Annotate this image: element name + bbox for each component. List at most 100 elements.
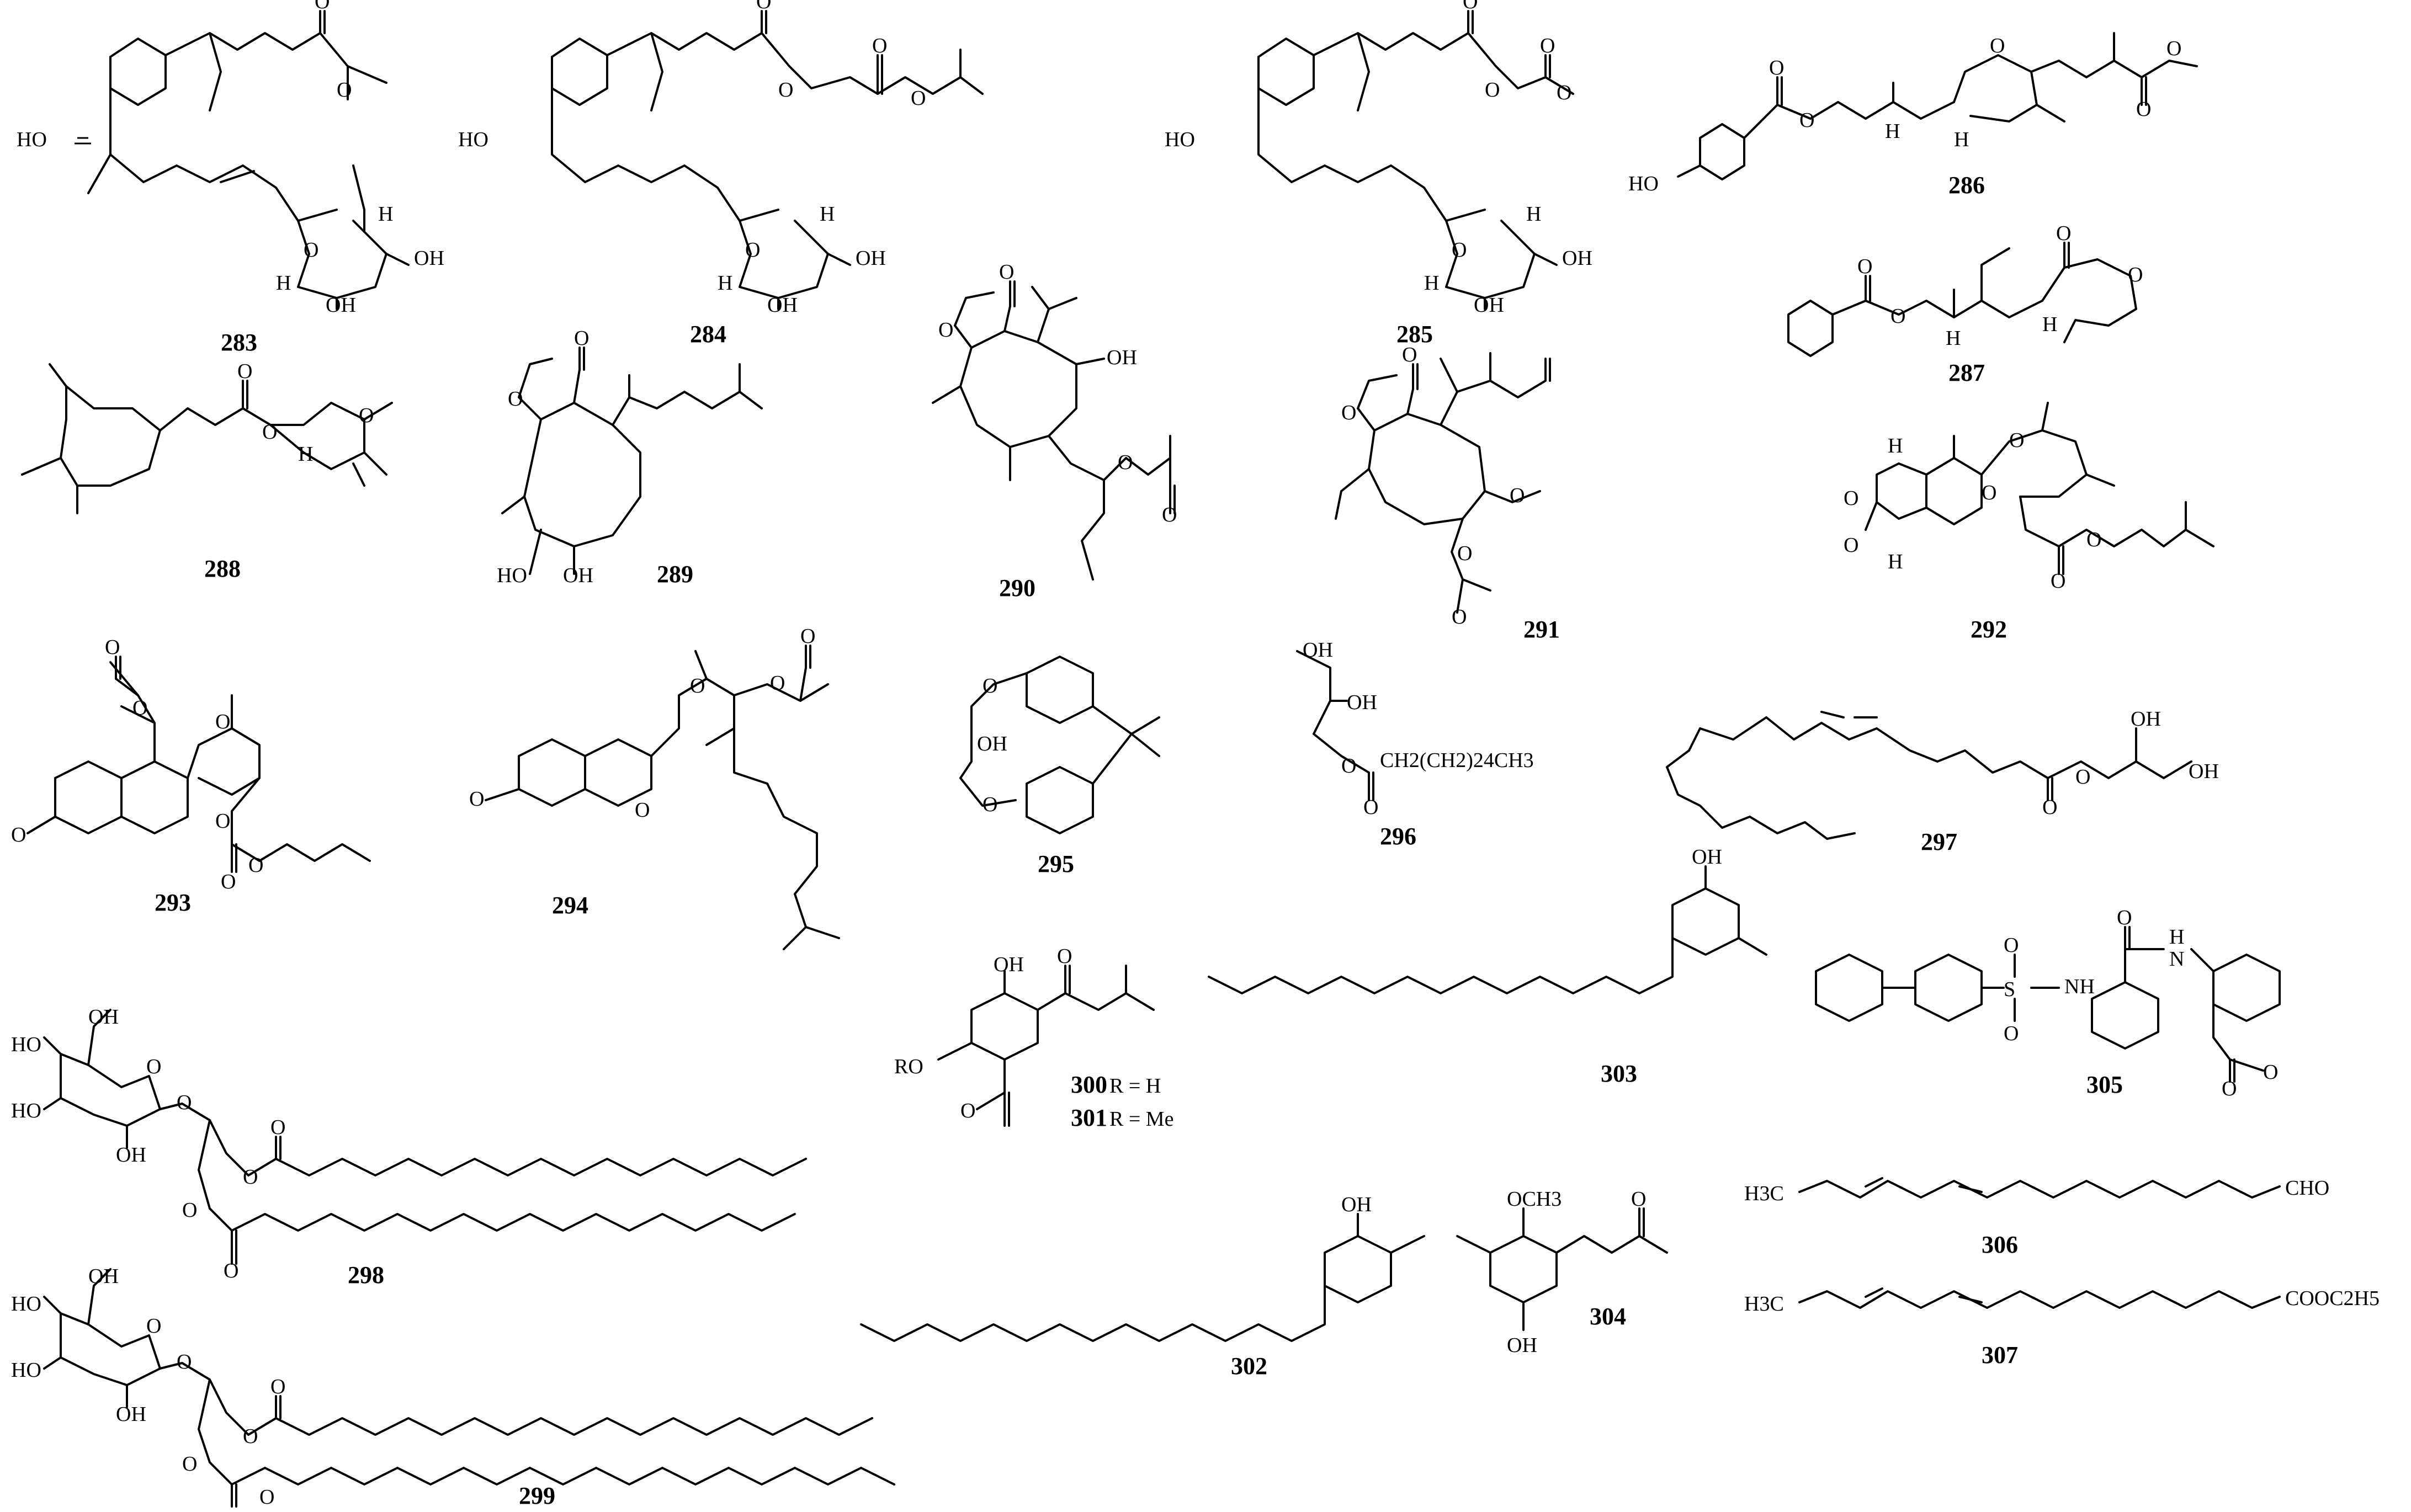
atom-label: OH (1341, 1193, 1372, 1216)
compound-291: O O O O O 291 (1335, 343, 1560, 643)
compound-289: O O HO OH 289 (497, 327, 763, 588)
compound-302: OH 302 (860, 1193, 1425, 1380)
atom-label: O (215, 810, 230, 833)
compound-id: 285 (1396, 321, 1433, 348)
compound-293: O O O O O O O 293 (11, 636, 371, 916)
atom-label: OH (88, 1005, 119, 1029)
atom-label: O (270, 1116, 285, 1139)
atom-label: O (304, 238, 318, 262)
atom-label: O (574, 327, 589, 350)
compound-294: O O O O O 294 (469, 625, 840, 950)
substituent-label: R = H (1109, 1074, 1161, 1098)
atom-label: OH (994, 953, 1024, 976)
compound-id: 295 (1038, 850, 1074, 877)
atom-label: O (337, 78, 352, 102)
atom-label: O (469, 787, 484, 811)
atom-label: H (2169, 925, 2184, 949)
atom-label: O (2042, 796, 2057, 819)
compound-id: 299 (519, 1482, 555, 1509)
atom-label: O (1452, 238, 1467, 262)
atom-label: O (237, 360, 252, 383)
atom-label: OH (1303, 638, 1333, 662)
compound-id: 283 (221, 329, 257, 356)
compound-id: 284 (690, 321, 726, 348)
atom-label: OH (1474, 294, 1504, 317)
atom-label: O (756, 0, 771, 13)
compound-id: 286 (1948, 172, 1985, 199)
atom-label: HO (1628, 172, 1659, 195)
atom-label: H (1888, 434, 1903, 457)
atom-label: O (11, 823, 26, 846)
compound-id: 297 (1921, 828, 1957, 855)
atom-label: O (983, 793, 997, 816)
atom-label: O (221, 870, 236, 893)
atom-label: O (1452, 605, 1467, 629)
compound-id: 305 (2086, 1071, 2123, 1098)
atom-label: O (1510, 484, 1525, 507)
atom-label: O (2051, 569, 2065, 593)
atom-label: O (1631, 1188, 1646, 1211)
compound-id: 296 (1380, 823, 1416, 850)
atom-label: O (745, 238, 760, 262)
compound-305: O S O NH O H N O O 305 (1815, 906, 2281, 1100)
compound-id: 294 (552, 892, 588, 919)
atom-label: H (298, 443, 313, 466)
atom-label: H3C (1744, 1292, 1784, 1316)
atom-label: O (983, 674, 997, 698)
compound-id: 300 (1071, 1071, 1107, 1098)
atom-label: O (1844, 534, 1858, 557)
atom-label: H (1424, 271, 1439, 295)
atom-label: O (1341, 401, 1356, 424)
atom-label: O (1341, 754, 1356, 778)
atom-label: OH (1347, 691, 1377, 714)
atom-label: CHO (2285, 1176, 2329, 1200)
atom-label: O (2004, 934, 2019, 957)
atom-label: OH (326, 294, 356, 317)
compound-id: 289 (657, 561, 693, 588)
atom-label: O (182, 1452, 197, 1476)
atom-label: H (820, 203, 835, 226)
compound-285: HO O O O O H O OH H OH 285 (1165, 0, 1592, 348)
atom-label: O (132, 696, 147, 720)
atom-label: OH (116, 1403, 146, 1426)
atom-label: O (262, 420, 277, 444)
atom-label: OH (2131, 707, 2161, 731)
compound-id: 290 (999, 574, 1035, 601)
atom-label: O (215, 710, 230, 733)
atom-label: O (146, 1055, 161, 1078)
atom-label: O (1769, 56, 1784, 79)
compound-283: HO O O H O OH H OH 283 (17, 0, 444, 356)
atom-label: HO (11, 1359, 41, 1382)
atom-label: NH (2064, 975, 2095, 998)
atom-label: OH (1562, 247, 1592, 270)
atom-label: O (2166, 37, 2181, 60)
atom-label: H (1885, 120, 1900, 143)
atom-label: O (2075, 765, 2090, 789)
atom-label: O (635, 798, 650, 822)
atom-label: HO (1165, 128, 1195, 151)
atom-label: O (800, 625, 815, 648)
compound-290: O O OH O O 290 (932, 260, 1177, 601)
compound-287: O O O O H H 287 (1787, 222, 2143, 386)
atom-label: O (872, 34, 887, 57)
atom-label: O (911, 87, 926, 110)
atom-label: S (2004, 978, 2015, 1001)
atom-label: O (315, 0, 330, 13)
compound-300-301: OH O RO O 300 R = H 301 R = Me (894, 945, 1173, 1131)
atom-label: H (1526, 203, 1541, 226)
compound-id: 288 (204, 555, 241, 582)
atom-label: COOC2H5 (2285, 1287, 2380, 1310)
atom-label: O (2136, 98, 2151, 121)
compound-292: H O O O O H O O 292 (1844, 402, 2214, 643)
atom-label: O (938, 318, 953, 342)
atom-label: OH (2189, 760, 2219, 783)
atom-label: H (378, 203, 393, 226)
compound-307: H3C COOC2H5 307 (1744, 1287, 2380, 1369)
atom-label: O (1890, 305, 1905, 328)
atom-label: OH (88, 1265, 119, 1288)
atom-label: CH2(CH2)24CH3 (1380, 749, 1534, 772)
atom-label: O (243, 1425, 258, 1448)
atom-label: O (2086, 528, 2101, 551)
